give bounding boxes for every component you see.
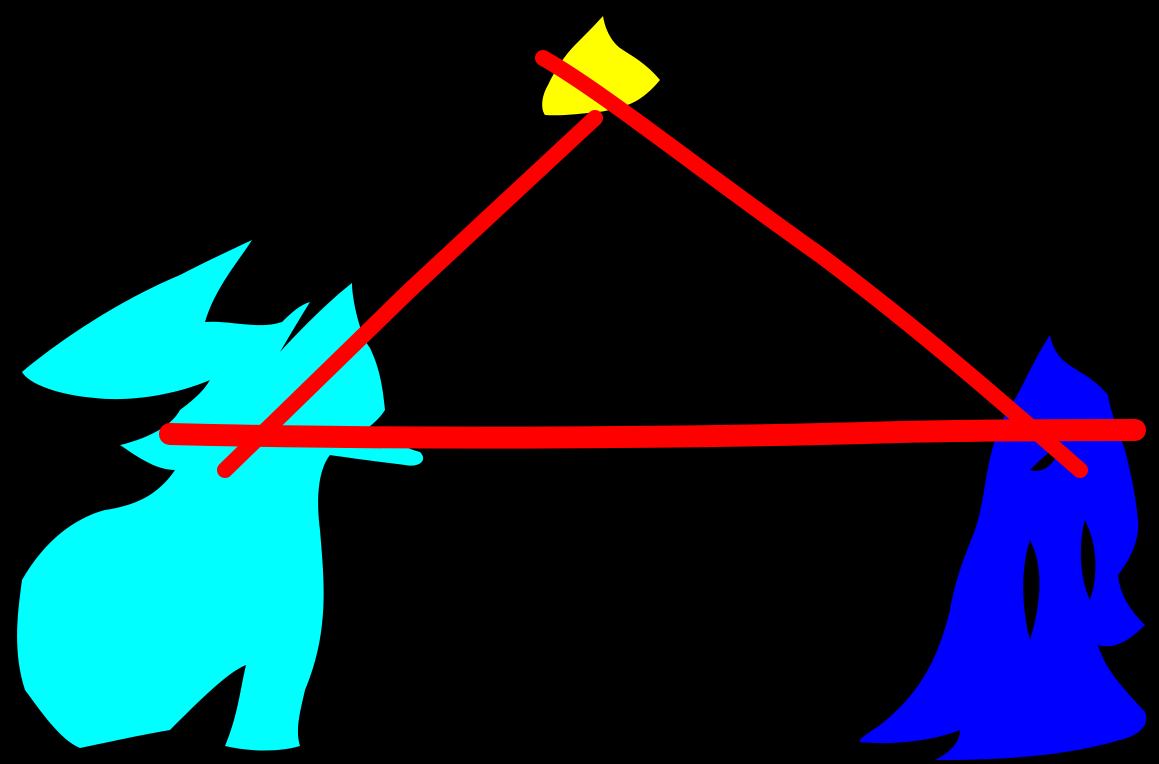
cyan-splash-main	[17, 240, 423, 751]
cyan-splash-shape	[17, 240, 423, 751]
red-stroke-right-diagonal	[543, 58, 1080, 470]
red-stroke-horizontal	[170, 430, 1135, 438]
red-stroke-left-diagonal	[225, 118, 595, 470]
